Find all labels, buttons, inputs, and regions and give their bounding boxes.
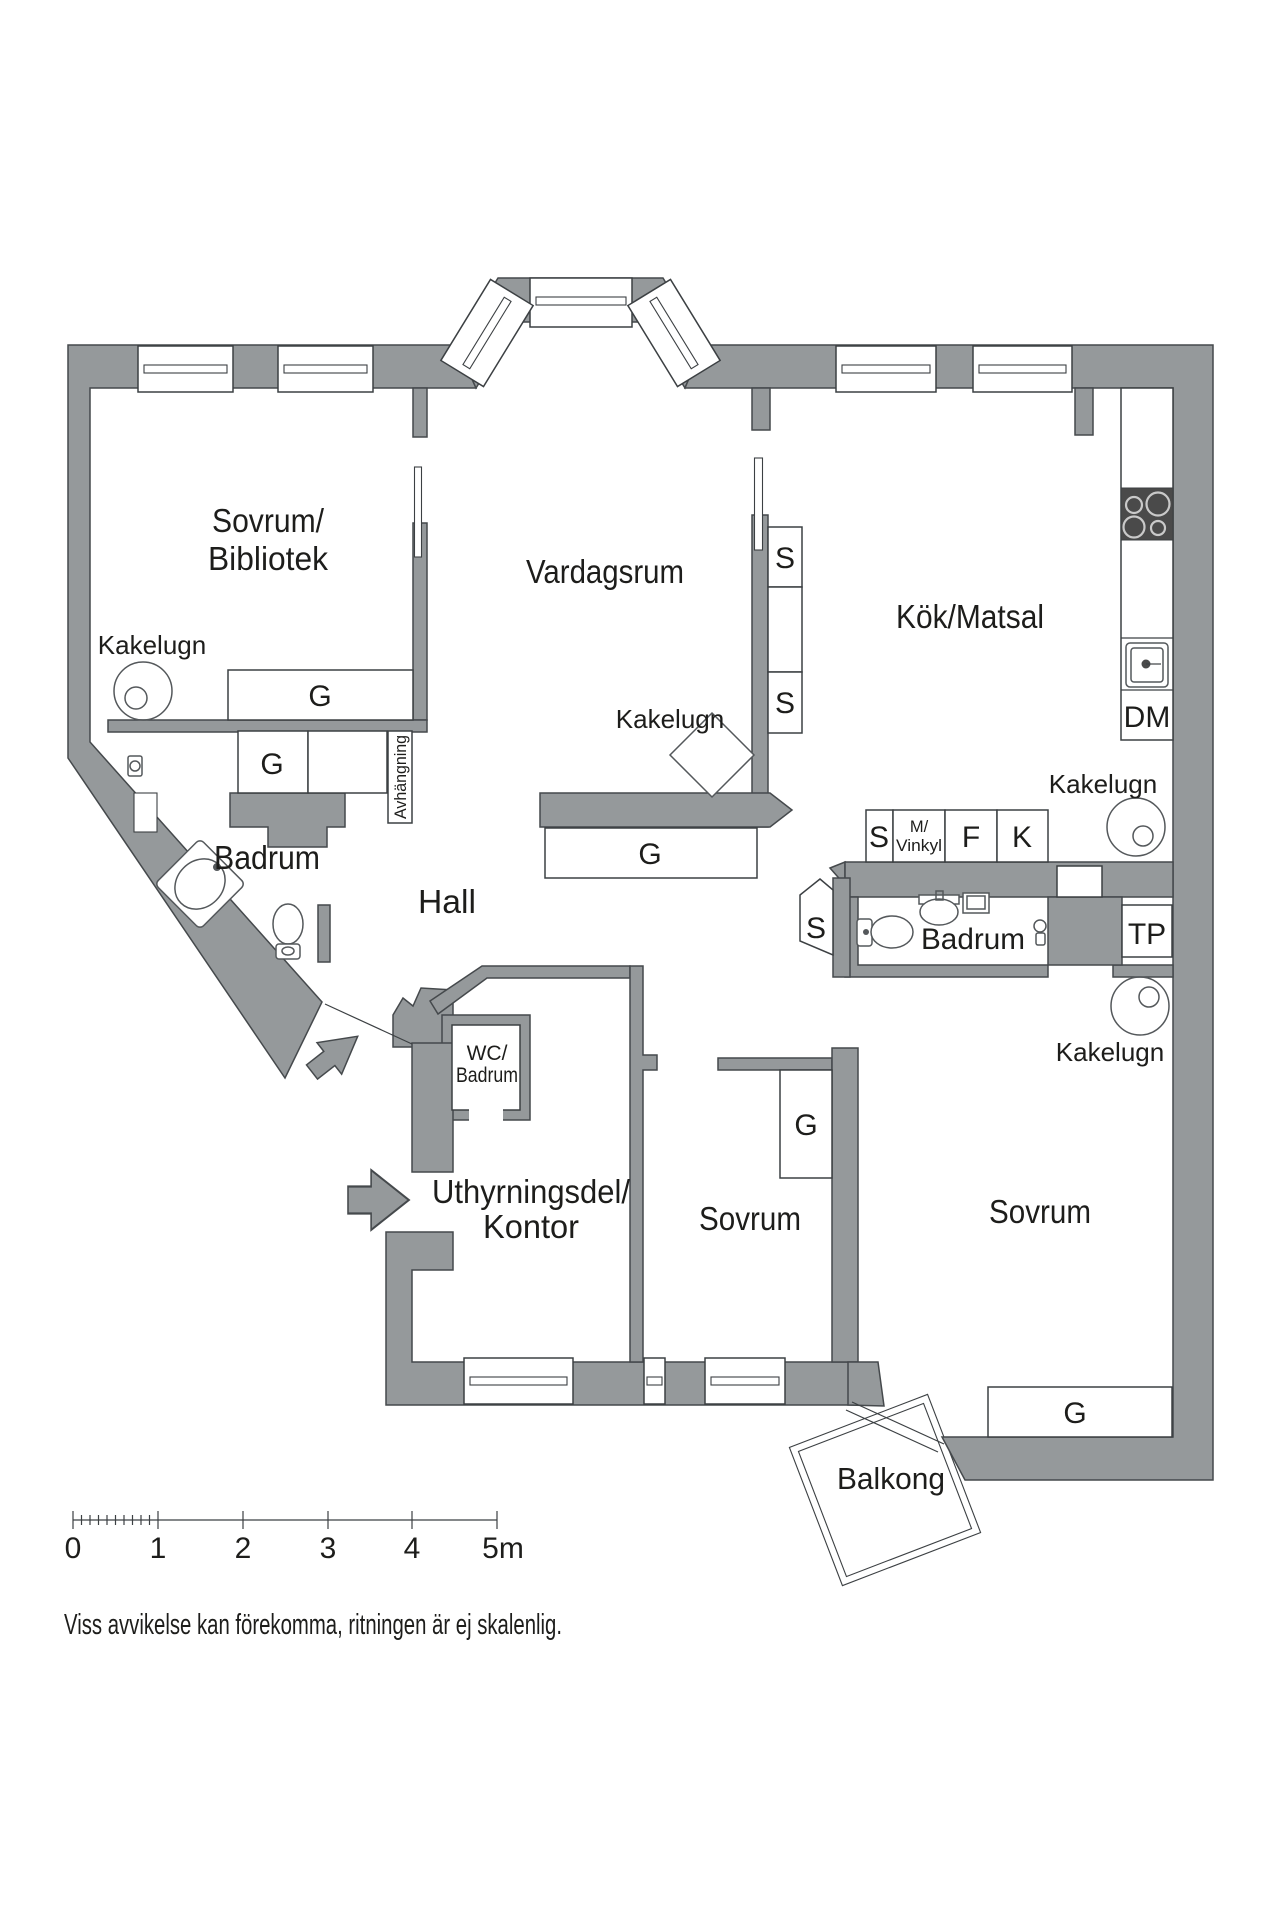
- scale-label-0: 0: [65, 1532, 82, 1565]
- fixture-label-kakelugn-corner: Kakelugn: [616, 704, 724, 734]
- fixture-label-kakelugn-right-bottom: Kakelugn: [1056, 1037, 1164, 1067]
- entrance-arrow-icon: [305, 1035, 359, 1081]
- faucet-icon-left: [127, 755, 143, 777]
- closets-layer: [133, 526, 1173, 1438]
- balcony: [788, 1393, 982, 1587]
- appliance-label-f: F: [962, 821, 980, 854]
- disclaimer-text: Viss avvikelse kan förekomma, ritningen …: [64, 1609, 562, 1641]
- room-label-wc-badrum-2: Badrum: [456, 1064, 518, 1087]
- scale-label-4: 4: [404, 1532, 421, 1565]
- scale-label-5m: 5m: [482, 1532, 524, 1565]
- closet-label-g-2: G: [260, 748, 283, 781]
- kakelugn-stove-icon-corner: [668, 711, 756, 799]
- kitchen-sink-icon: [1125, 642, 1169, 688]
- stove-burners-icon: [1120, 487, 1174, 541]
- toilet-icon-right: [856, 915, 914, 949]
- labels-layer: Sovrum/ Bibliotek Vardagsrum Kök/Matsal …: [98, 502, 1171, 1496]
- scale-label-1: 1: [150, 1532, 167, 1565]
- washer-icon: [962, 892, 990, 914]
- toilet-icon-left: [272, 903, 304, 960]
- room-label-kok-matsal: Kök/Matsal: [896, 598, 1044, 635]
- room-label-sovrum-bibliotek-2: Bibliotek: [208, 540, 328, 577]
- room-label-sovrum-mitt: Sovrum: [699, 1200, 801, 1237]
- faucet-icon-right: [1033, 919, 1047, 946]
- scale-label-3: 3: [320, 1532, 337, 1565]
- kakelugn-stove-icon-right-top: [1106, 797, 1166, 857]
- appliance-label-dm: DM: [1124, 701, 1171, 734]
- closet-label-g-1: G: [308, 680, 331, 713]
- appliance-label-m: M/: [910, 818, 929, 836]
- doors-layer: [324, 457, 1103, 1453]
- fixture-label-kakelugn-left: Kakelugn: [98, 630, 206, 660]
- scale-label-2: 2: [235, 1532, 252, 1565]
- closet-label-g-3: G: [638, 838, 661, 871]
- room-label-sovrum-hoger: Sovrum: [989, 1193, 1091, 1230]
- room-label-uthyrningsdel-2: Kontor: [483, 1208, 579, 1245]
- closet-label-s-2: S: [775, 687, 795, 720]
- scale-bar: 0 1 2 3 4 5m: [65, 1511, 524, 1565]
- closet-label-s-1: S: [775, 542, 795, 575]
- room-label-balkong: Balkong: [837, 1461, 945, 1496]
- room-label-badrum-left: Badrum: [214, 839, 320, 876]
- fixture-label-kakelugn-right-top: Kakelugn: [1049, 769, 1157, 799]
- closet-label-s-3: S: [806, 912, 826, 945]
- closet-label-g-5: G: [1063, 1397, 1086, 1430]
- appliance-label-tp: TP: [1128, 918, 1166, 951]
- windows-layer: [137, 277, 1073, 1405]
- bathtub-icon: [156, 840, 244, 928]
- room-label-uthyrningsdel-1: Uthyrningsdel/: [432, 1173, 631, 1210]
- fixtures-layer: [113, 661, 1170, 1232]
- kakelugn-stove-icon-right-bottom: [1110, 976, 1170, 1036]
- room-label-hall: Hall: [418, 883, 476, 920]
- kitchen-counter: [1120, 387, 1174, 741]
- appliance-label-vinkyl: Vinkyl: [896, 837, 942, 855]
- room-label-badrum-right: Badrum: [921, 923, 1025, 956]
- appliance-label-k: K: [1012, 821, 1032, 854]
- closet-label-g-4: G: [794, 1109, 817, 1142]
- room-label-sovrum-bibliotek-1: Sovrum/: [212, 502, 325, 539]
- room-label-vardagsrum: Vardagsrum: [526, 553, 684, 590]
- entrance-arrow-icon-rental: [347, 1168, 411, 1232]
- closet-label-s-4: S: [869, 821, 889, 854]
- bathroom-sink-icon: [918, 890, 960, 926]
- room-label-wc-badrum-1: WC/: [467, 1042, 508, 1065]
- kakelugn-stove-icon-left: [113, 661, 173, 721]
- wall-south: [385, 1231, 880, 1406]
- fixture-label-avhangning: Avhängning: [391, 735, 410, 819]
